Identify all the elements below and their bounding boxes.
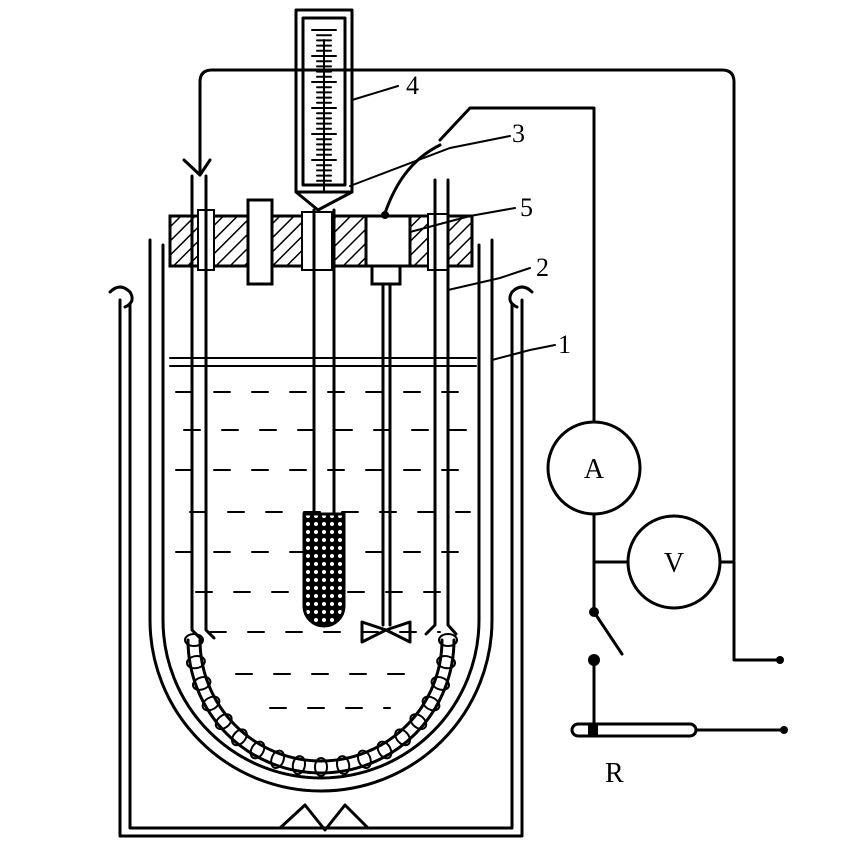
label-3: 3: [512, 119, 525, 148]
circuit-wiring: [198, 68, 786, 732]
heater-rods: [182, 158, 458, 642]
stirrer: [360, 143, 442, 644]
switch: [588, 607, 788, 734]
coil-loop: [270, 749, 286, 770]
coil-loop: [201, 695, 221, 712]
voltmeter-label: V: [664, 548, 684, 579]
coil-loop: [231, 728, 248, 747]
coil-loop: [409, 713, 428, 730]
inner-dewar: [148, 238, 494, 793]
outer-vessel: [108, 285, 534, 838]
label-5: 5: [520, 193, 533, 222]
coil-loop: [421, 695, 441, 712]
voltmeter: V: [626, 514, 722, 610]
coil-loop: [185, 654, 206, 670]
coil-loop: [376, 740, 393, 760]
coil-loop: [335, 755, 351, 776]
lid: [168, 198, 474, 286]
label-4: 4: [406, 71, 419, 100]
coil-loop: [314, 757, 328, 777]
coil-loop: [249, 740, 266, 760]
heating-coil: [184, 633, 458, 777]
coil-loop: [438, 633, 458, 647]
rheostat-label: R: [605, 758, 624, 789]
coil-loop: [214, 713, 233, 730]
coil-loop: [394, 728, 411, 747]
coil-loop: [291, 755, 307, 776]
thermometer: [294, 8, 354, 628]
liquid: [169, 357, 477, 709]
coil-loop: [430, 675, 451, 691]
coil-loop: [436, 654, 457, 670]
ammeter-label: A: [584, 454, 605, 485]
coil-loop: [191, 675, 212, 691]
rheostat: R: [570, 722, 698, 789]
label-1: 1: [558, 330, 571, 359]
label-2: 2: [536, 253, 549, 282]
leader-lines: [349, 85, 556, 361]
coil-loop: [356, 749, 372, 770]
ammeter: A: [546, 420, 642, 516]
